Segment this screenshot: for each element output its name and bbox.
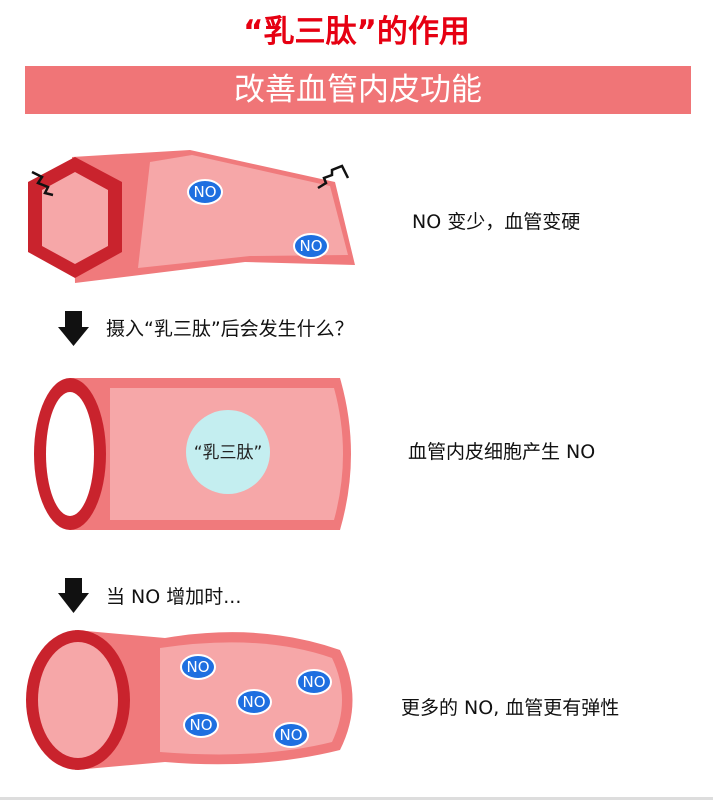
no-badge: NO (187, 179, 223, 205)
caption-produce-no: 血管内皮细胞产生 NO (408, 441, 596, 463)
svg-text:NO: NO (299, 237, 322, 255)
arrow-text-increase: 当 NO 增加时... (106, 586, 242, 608)
vessel-stiff: NO NO (28, 150, 355, 283)
banner: 改善血管内皮功能 (25, 66, 691, 114)
svg-text:NO: NO (279, 726, 302, 744)
arrow-text-intake: 摄入“乳三肽”后会发生什么？ (106, 318, 354, 340)
no-badge: NO (296, 669, 332, 695)
svg-text:NO: NO (189, 716, 212, 734)
vessel-elastic: NO NO NO NO NO (26, 630, 353, 770)
svg-text:NO: NO (193, 183, 216, 201)
no-badge: NO (293, 233, 329, 259)
caption-stiff: NO 变少，血管变硬 (412, 211, 581, 233)
svg-text:NO: NO (186, 658, 209, 676)
vessel-cylinder: “乳三肽” (34, 378, 351, 530)
svg-text:NO: NO (242, 693, 265, 711)
svg-text:“乳三肽”: “乳三肽” (194, 443, 263, 463)
down-arrow-icon (58, 578, 89, 613)
page-title: “乳三肽”的作用 (243, 14, 470, 50)
peptide-circle: “乳三肽” (186, 410, 270, 494)
no-badge: NO (273, 722, 309, 748)
banner-text: 改善血管内皮功能 (234, 72, 482, 108)
caption-elastic: 更多的 NO, 血管更有弹性 (401, 697, 620, 719)
crack-icon (317, 164, 350, 190)
no-badge: NO (180, 654, 216, 680)
down-arrow-icon (58, 311, 89, 346)
bottom-divider (0, 797, 713, 800)
crack-icon (31, 170, 54, 197)
svg-text:NO: NO (302, 673, 325, 691)
no-badge: NO (236, 689, 272, 715)
no-badge: NO (183, 712, 219, 738)
